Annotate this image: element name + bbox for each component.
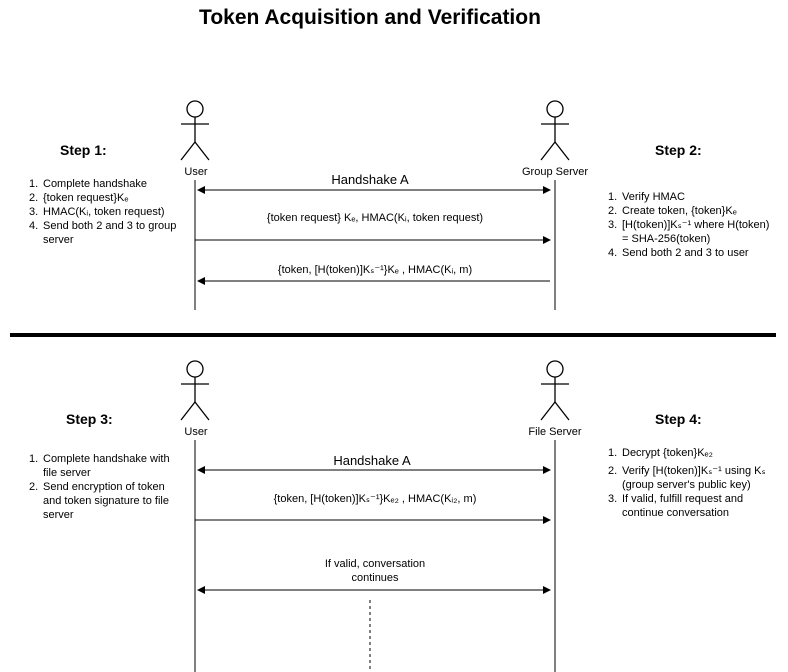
- token-request-label: {token request} Kₑ, HMAC(Kᵢ, token reque…: [266, 212, 484, 224]
- file-server-actor-icon: [540, 360, 570, 421]
- group-server-actor-label: Group Server: [521, 166, 589, 178]
- step-3-heading: Step 3:: [66, 411, 113, 427]
- list-item: 1.Verify HMAC: [608, 191, 685, 203]
- step-1-list: 1.Complete handshake 2.{token request}Kₑ…: [29, 177, 189, 247]
- handshake-a-label: Handshake A: [333, 453, 411, 468]
- list-item: 4.Send both 2 and 3 to group server: [29, 220, 177, 246]
- list-item: 2.{token request}Kₑ: [29, 192, 129, 204]
- token-response-label: {token, [H(token)]Kₛ⁻¹}Kₑ , HMAC(Kᵢ, m): [277, 264, 473, 276]
- user-actor-icon: [180, 100, 210, 161]
- handshake-a-label: Handshake A: [331, 172, 409, 187]
- step-2-heading: Step 2:: [655, 142, 702, 158]
- list-item: 1.Decrypt {token}Kₑ₂: [608, 447, 713, 459]
- step-3-list: 1.Complete handshake with file server 2.…: [29, 452, 179, 522]
- list-item: 2.Send encryption of token and token sig…: [29, 481, 169, 521]
- token-send-label: {token, [H(token)]Kₛ⁻¹}Kₑ₂ , HMAC(Kᵢ₂, m…: [273, 493, 477, 505]
- step-2-list: 1.Verify HMAC 2.Create token, {token}Kₑ …: [608, 190, 778, 260]
- list-item: 3.[H(token)]Kₛ⁻¹ where H(token) = SHA-25…: [608, 219, 770, 245]
- list-item: 3.If valid, fulfill request and continue…: [608, 493, 744, 519]
- conversation-continues-label: If valid, conversation continues: [324, 558, 426, 584]
- user-actor-label: User: [184, 426, 208, 438]
- user-actor-label: User: [184, 166, 208, 178]
- list-item: 2.Verify [H(token)]Kₛ⁻¹ using Kₛ (group …: [608, 465, 766, 491]
- group-server-actor-icon: [540, 100, 570, 161]
- list-item: 3.HMAC(Kᵢ, token request): [29, 206, 165, 218]
- step-4-heading: Step 4:: [655, 411, 702, 427]
- step-4-list: 1.Decrypt {token}Kₑ₂ 2.Verify [H(token)]…: [608, 446, 780, 520]
- file-server-actor-label: File Server: [528, 426, 582, 438]
- list-item: 2.Create token, {token}Kₑ: [608, 205, 737, 217]
- step-1-heading: Step 1:: [60, 142, 107, 158]
- user-actor-icon: [180, 360, 210, 421]
- list-item: 1.Complete handshake with file server: [29, 453, 170, 479]
- diagram-title: Token Acquisition and Verification: [199, 6, 541, 29]
- list-item: 1.Complete handshake: [29, 178, 147, 190]
- list-item: 4.Send both 2 and 3 to user: [608, 247, 749, 259]
